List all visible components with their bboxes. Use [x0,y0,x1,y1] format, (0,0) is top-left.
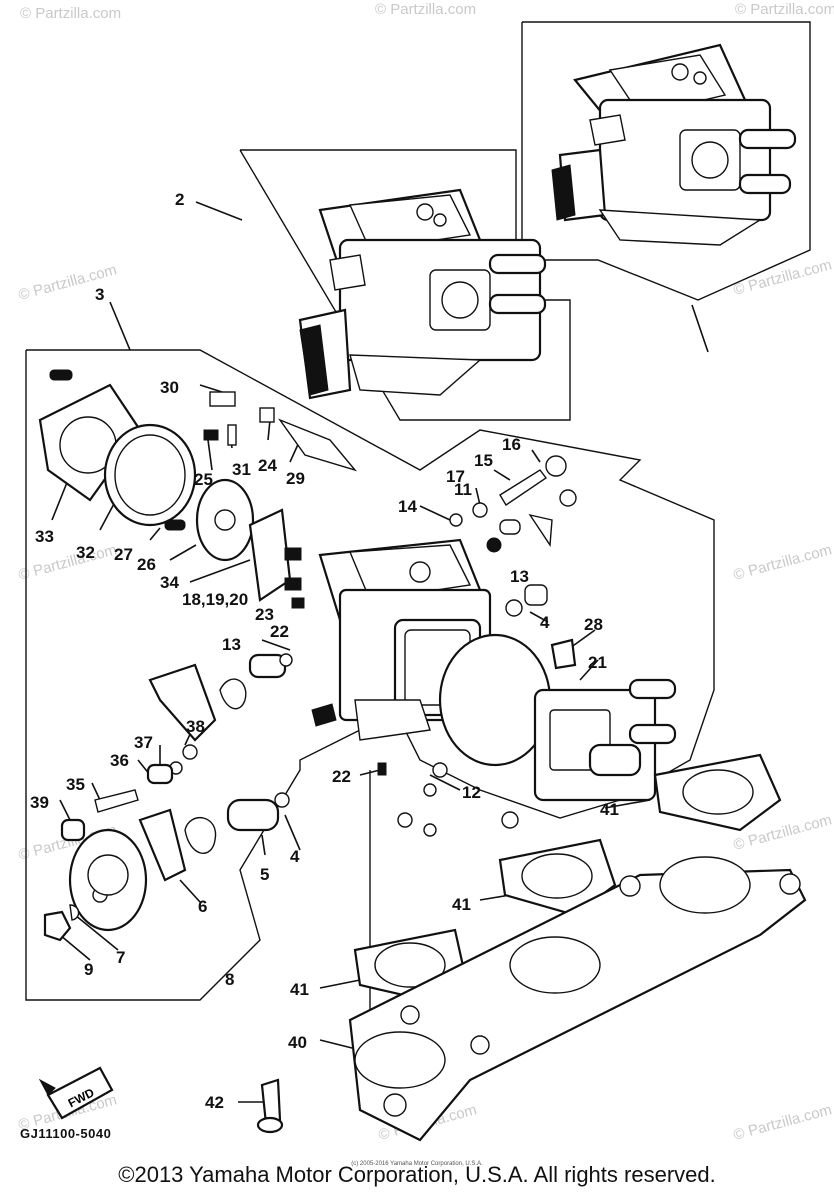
callout-38: 38 [186,717,205,736]
callout-9: 9 [84,960,93,979]
screw-part [49,369,73,381]
callout-13b: 13 [510,567,529,586]
callout-21: 21 [588,653,607,672]
part-number: GJ11100-5040 [20,1126,112,1141]
callout-41c: 41 [290,980,309,999]
watermark: © Partzilla.com [732,541,834,584]
boundary-carburetor-2 [239,149,571,421]
intake-manifold-group [256,753,807,1142]
manifold-40 [348,868,807,1142]
copyright-footer: ©2013 Yamaha Motor Corporation, U.S.A. A… [118,1162,716,1187]
callout-25: 25 [194,470,213,489]
callout-8: 8 [225,970,234,989]
callout-12: 12 [462,783,481,802]
watermark: © Partzilla.com [20,5,121,22]
callout-4b: 4 [290,847,300,866]
callout-28: 28 [584,615,603,634]
callout-41a: 41 [600,800,619,819]
shaft-5 [226,798,280,832]
callout-14: 14 [398,497,417,516]
screw-15 [499,469,548,506]
lever-6 [138,808,187,882]
callout-33: 33 [35,527,54,546]
nut-9 [43,910,72,942]
watermark: © Partzilla.com [735,1,834,18]
spring-coil [184,817,217,854]
callout-17: 17 [446,467,465,486]
watermark: © Partzilla.com [17,541,119,584]
callout-36: 36 [110,751,129,770]
callout-6: 6 [198,897,207,916]
callout-23: 23 [255,605,274,624]
callout-24: 24 [258,456,277,475]
boundary-assembly-3 [25,349,715,1001]
callout-4a: 4 [540,613,550,632]
callout-31: 31 [232,460,251,479]
callout-37: 37 [134,733,153,752]
watermark: © Partzilla.com [732,1101,834,1144]
callout-40: 40 [288,1033,307,1052]
small-copyright-notice: (c) 2005-2016 Yamaha Motor Corporation, … [351,1161,483,1167]
callout-39: 39 [30,793,49,812]
lever-part [148,663,217,742]
exploded-parts-diagram: © Partzilla.com © Partzilla.com © Partzi… [17,1,834,1144]
callout-32: 32 [76,543,95,562]
callout-26: 26 [137,555,156,574]
callout-labels: 234456789111213131415161718,19,202122222… [30,190,619,1112]
cap-39 [60,818,86,842]
callout-34: 34 [160,573,179,592]
callout-41b: 41 [452,895,471,914]
callout-2: 2 [175,190,184,209]
carburetor-2 [298,188,547,400]
callout-11: 11 [454,480,472,499]
carburetor-main [311,538,677,802]
gasket-34 [248,508,292,602]
callout-29: 29 [286,469,305,488]
carburetor-top-right [551,43,797,246]
valve-29 [278,418,358,472]
exploded-parts-left [38,369,358,609]
callout-15: 15 [474,451,493,470]
fwd-arrow: FWD [38,1066,114,1120]
watermark: © Partzilla.com [375,1,476,18]
callout-7: 7 [116,948,125,967]
exploded-parts-lower-left [43,653,519,942]
callout-35: 35 [66,775,85,794]
screw-35 [94,789,139,813]
callout-181920: 18,19,20 [182,590,248,609]
callout-27: 27 [114,545,133,564]
callout-42: 42 [205,1093,224,1112]
callout-13a: 13 [222,635,241,654]
callout-3: 3 [95,285,104,304]
exploded-parts-right [449,455,577,670]
spring [219,678,247,710]
callout-22b: 22 [332,767,351,786]
callout-16: 16 [502,435,521,454]
callout-30: 30 [160,378,179,397]
callout-5: 5 [260,865,269,884]
callout-22a: 22 [270,622,289,641]
